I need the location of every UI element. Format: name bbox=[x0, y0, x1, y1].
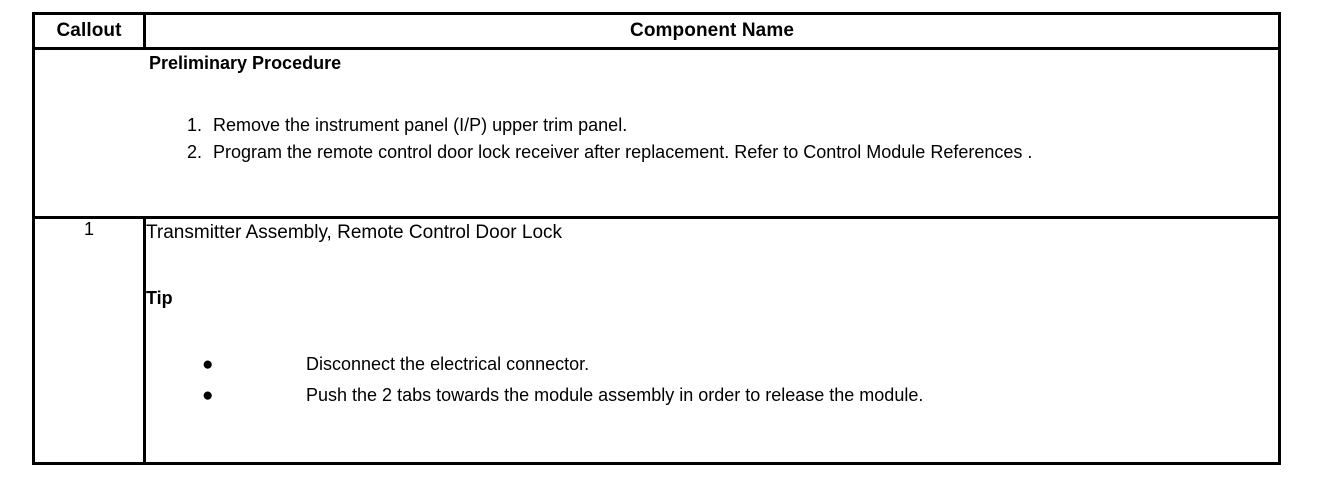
list-item-text: Push the 2 tabs towards the module assem… bbox=[306, 385, 924, 405]
preliminary-procedure-content: Preliminary Procedure 1. Remove the inst… bbox=[35, 50, 1278, 166]
table-header: Callout Component Name bbox=[32, 12, 1281, 50]
table-header-row: Callout Component Name bbox=[32, 12, 1281, 50]
bullet-icon: ● bbox=[202, 354, 214, 375]
preliminary-procedure-cell: Preliminary Procedure 1. Remove the inst… bbox=[32, 47, 1281, 219]
list-item-text: Disconnect the electrical connector. bbox=[306, 354, 590, 374]
list-item-number: 1. bbox=[186, 115, 202, 135]
tip-bullet-list: ● Disconnect the electrical connector. ●… bbox=[146, 309, 1278, 411]
bullet-icon: ● bbox=[202, 385, 214, 406]
component-description-cell: Transmitter Assembly, Remote Control Doo… bbox=[143, 216, 1281, 465]
table-row: 1 Transmitter Assembly, Remote Control D… bbox=[32, 216, 1281, 465]
component-callout-table: Callout Component Name Preliminary Proce… bbox=[32, 12, 1281, 465]
table-body: Preliminary Procedure 1. Remove the inst… bbox=[32, 47, 1281, 465]
preliminary-procedure-list: 1. Remove the instrument panel (I/P) upp… bbox=[146, 112, 1278, 166]
component-name-text: Transmitter Assembly, Remote Control Doo… bbox=[146, 222, 563, 243]
list-item: 2. Program the remote control door lock … bbox=[146, 139, 1278, 166]
preliminary-procedure-heading: Preliminary Procedure bbox=[149, 53, 342, 73]
list-item-text: Program the remote control door lock rec… bbox=[213, 142, 1033, 162]
callout-number: 1 bbox=[83, 219, 94, 239]
callout-number-cell: 1 bbox=[32, 216, 146, 465]
column-header-callout: Callout bbox=[32, 12, 146, 50]
list-item: ● Disconnect the electrical connector. bbox=[146, 349, 1278, 380]
list-item: 1. Remove the instrument panel (I/P) upp… bbox=[146, 112, 1278, 139]
list-item-number: 2. bbox=[186, 142, 202, 162]
column-header-component-name: Component Name bbox=[143, 12, 1281, 50]
list-item-text: Remove the instrument panel (I/P) upper … bbox=[213, 115, 628, 135]
tip-heading: Tip bbox=[146, 288, 173, 308]
list-item: ● Push the 2 tabs towards the module ass… bbox=[146, 380, 1278, 411]
preliminary-procedure-row: Preliminary Procedure 1. Remove the inst… bbox=[32, 47, 1281, 219]
